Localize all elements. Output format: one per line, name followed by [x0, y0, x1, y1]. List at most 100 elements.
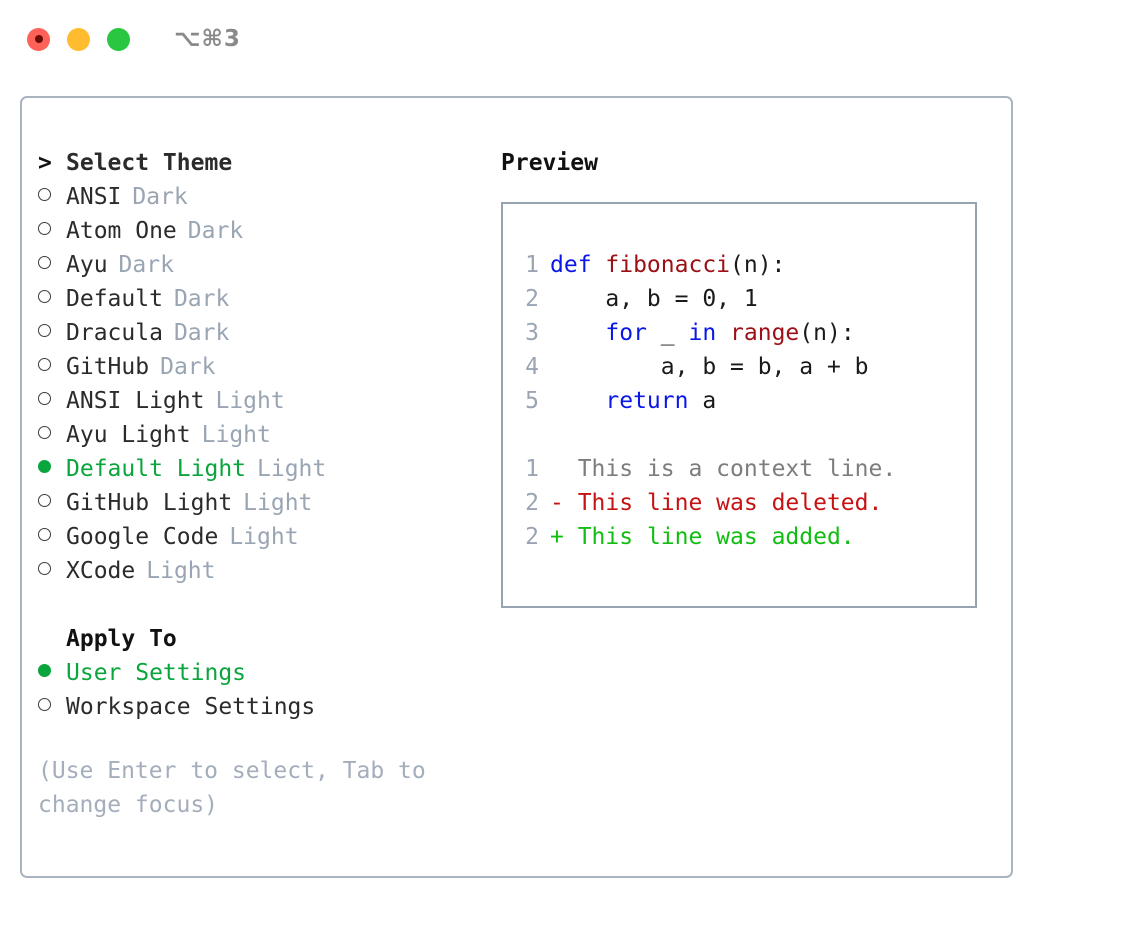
theme-name: Dracula: [66, 320, 163, 346]
diff-sign: +: [550, 524, 564, 550]
theme-variant-badge: Light: [243, 490, 313, 516]
bullet-shape: [38, 324, 51, 337]
theme-variant-badge: Light: [201, 422, 271, 448]
select-theme-header: > Select Theme: [38, 146, 490, 180]
bullet-shape: [38, 664, 51, 677]
bullet-shape: [38, 562, 51, 575]
title-bar: ⌥⌘3: [0, 0, 1140, 78]
close-button[interactable]: [27, 27, 50, 51]
bullet-shape: [38, 426, 51, 439]
code-token: [550, 320, 605, 346]
line-number: 2: [525, 524, 539, 550]
radio-unselected-icon: [38, 486, 66, 520]
diff-line: 2 + This line was added.: [503, 520, 975, 554]
apply-to-item[interactable]: User Settings: [38, 656, 490, 690]
code-line: 2 a, b = 0, 1: [503, 282, 975, 316]
code-token: _: [646, 320, 689, 346]
radio-unselected-icon: [38, 214, 66, 248]
code-token: a, b = b, a + b: [550, 354, 869, 380]
code-token: a: [688, 388, 717, 414]
theme-name: Ayu: [66, 252, 108, 278]
radio-unselected-icon: [38, 350, 66, 384]
code-line: 1 def fibonacci(n):: [503, 248, 975, 282]
theme-name: Default: [66, 286, 163, 312]
apply-to-item[interactable]: Workspace Settings: [38, 690, 490, 724]
diff-text: This is a context line.: [563, 456, 897, 482]
code-token: return: [605, 388, 689, 414]
code-text: for _ in range(n):: [550, 316, 855, 350]
diff-text: This line was deleted.: [563, 490, 883, 516]
bullet-shape: [38, 392, 51, 405]
diff-sign: [550, 452, 564, 486]
code-token: [716, 320, 730, 346]
minimize-button[interactable]: [67, 27, 90, 51]
bullet-shape: [38, 188, 51, 201]
theme-name: Ayu Light: [66, 422, 191, 448]
theme-variant-badge: Dark: [187, 218, 244, 244]
diff-line: 1 This is a context line.: [503, 452, 975, 486]
theme-variant-badge: Light: [229, 524, 299, 550]
apply-to-header-row: Apply To: [38, 622, 490, 656]
theme-name: GitHub Light: [66, 490, 233, 516]
code-token: (n):: [730, 252, 786, 278]
code-token: range: [730, 320, 800, 346]
code-token: def: [550, 252, 606, 278]
diff-text: This line was added.: [563, 524, 855, 550]
list-spacer: [38, 588, 490, 622]
bullet-shape: [38, 460, 51, 473]
window-title: ⌥⌘3: [174, 26, 241, 52]
apply-to-label: User Settings: [66, 660, 247, 686]
apply-to-title: Apply To: [66, 626, 177, 652]
theme-variant-badge: Light: [257, 456, 327, 482]
line-number: 3: [525, 320, 539, 346]
code-line: 4 a, b = b, a + b: [503, 350, 975, 384]
code-token: fibonacci: [605, 252, 731, 278]
radio-unselected-icon: [38, 282, 66, 316]
code-token: for: [605, 320, 647, 346]
line-number: 5: [525, 388, 539, 414]
theme-variant-badge: Dark: [132, 184, 188, 210]
bullet-shape: [38, 222, 51, 235]
theme-list-item[interactable]: Ayu Light Light: [38, 418, 490, 452]
theme-list-item[interactable]: Dracula Dark: [38, 316, 490, 350]
theme-variant-badge: Dark: [160, 354, 216, 380]
bullet-shape: [38, 256, 51, 269]
bullet-shape: [38, 698, 51, 711]
line-number: 1: [525, 456, 539, 482]
theme-list-item[interactable]: GitHub Light Light: [38, 486, 490, 520]
line-number: 2: [525, 490, 539, 516]
line-number: 1: [525, 252, 539, 278]
theme-variant-badge: Dark: [118, 252, 174, 278]
apply-to-label: Workspace Settings: [66, 694, 316, 720]
radio-unselected-icon: [38, 316, 66, 350]
theme-list-item[interactable]: Ayu Dark: [38, 248, 490, 282]
maximize-button[interactable]: [107, 27, 130, 51]
code-text: return a: [550, 384, 716, 418]
radio-unselected-icon: [38, 180, 66, 214]
code-diff-separator: [503, 418, 975, 452]
line-number: 4: [525, 354, 539, 380]
diff-sample: 1 This is a context line. 2- This line wa…: [503, 452, 975, 554]
bullet-shape: [38, 290, 51, 303]
code-token: (n):: [799, 320, 855, 346]
diff-sign: -: [550, 490, 564, 516]
radio-unselected-icon: [38, 690, 66, 724]
bullet-shape: [38, 528, 51, 541]
theme-variant-badge: Dark: [173, 320, 230, 346]
radio-unselected-icon: [38, 418, 66, 452]
